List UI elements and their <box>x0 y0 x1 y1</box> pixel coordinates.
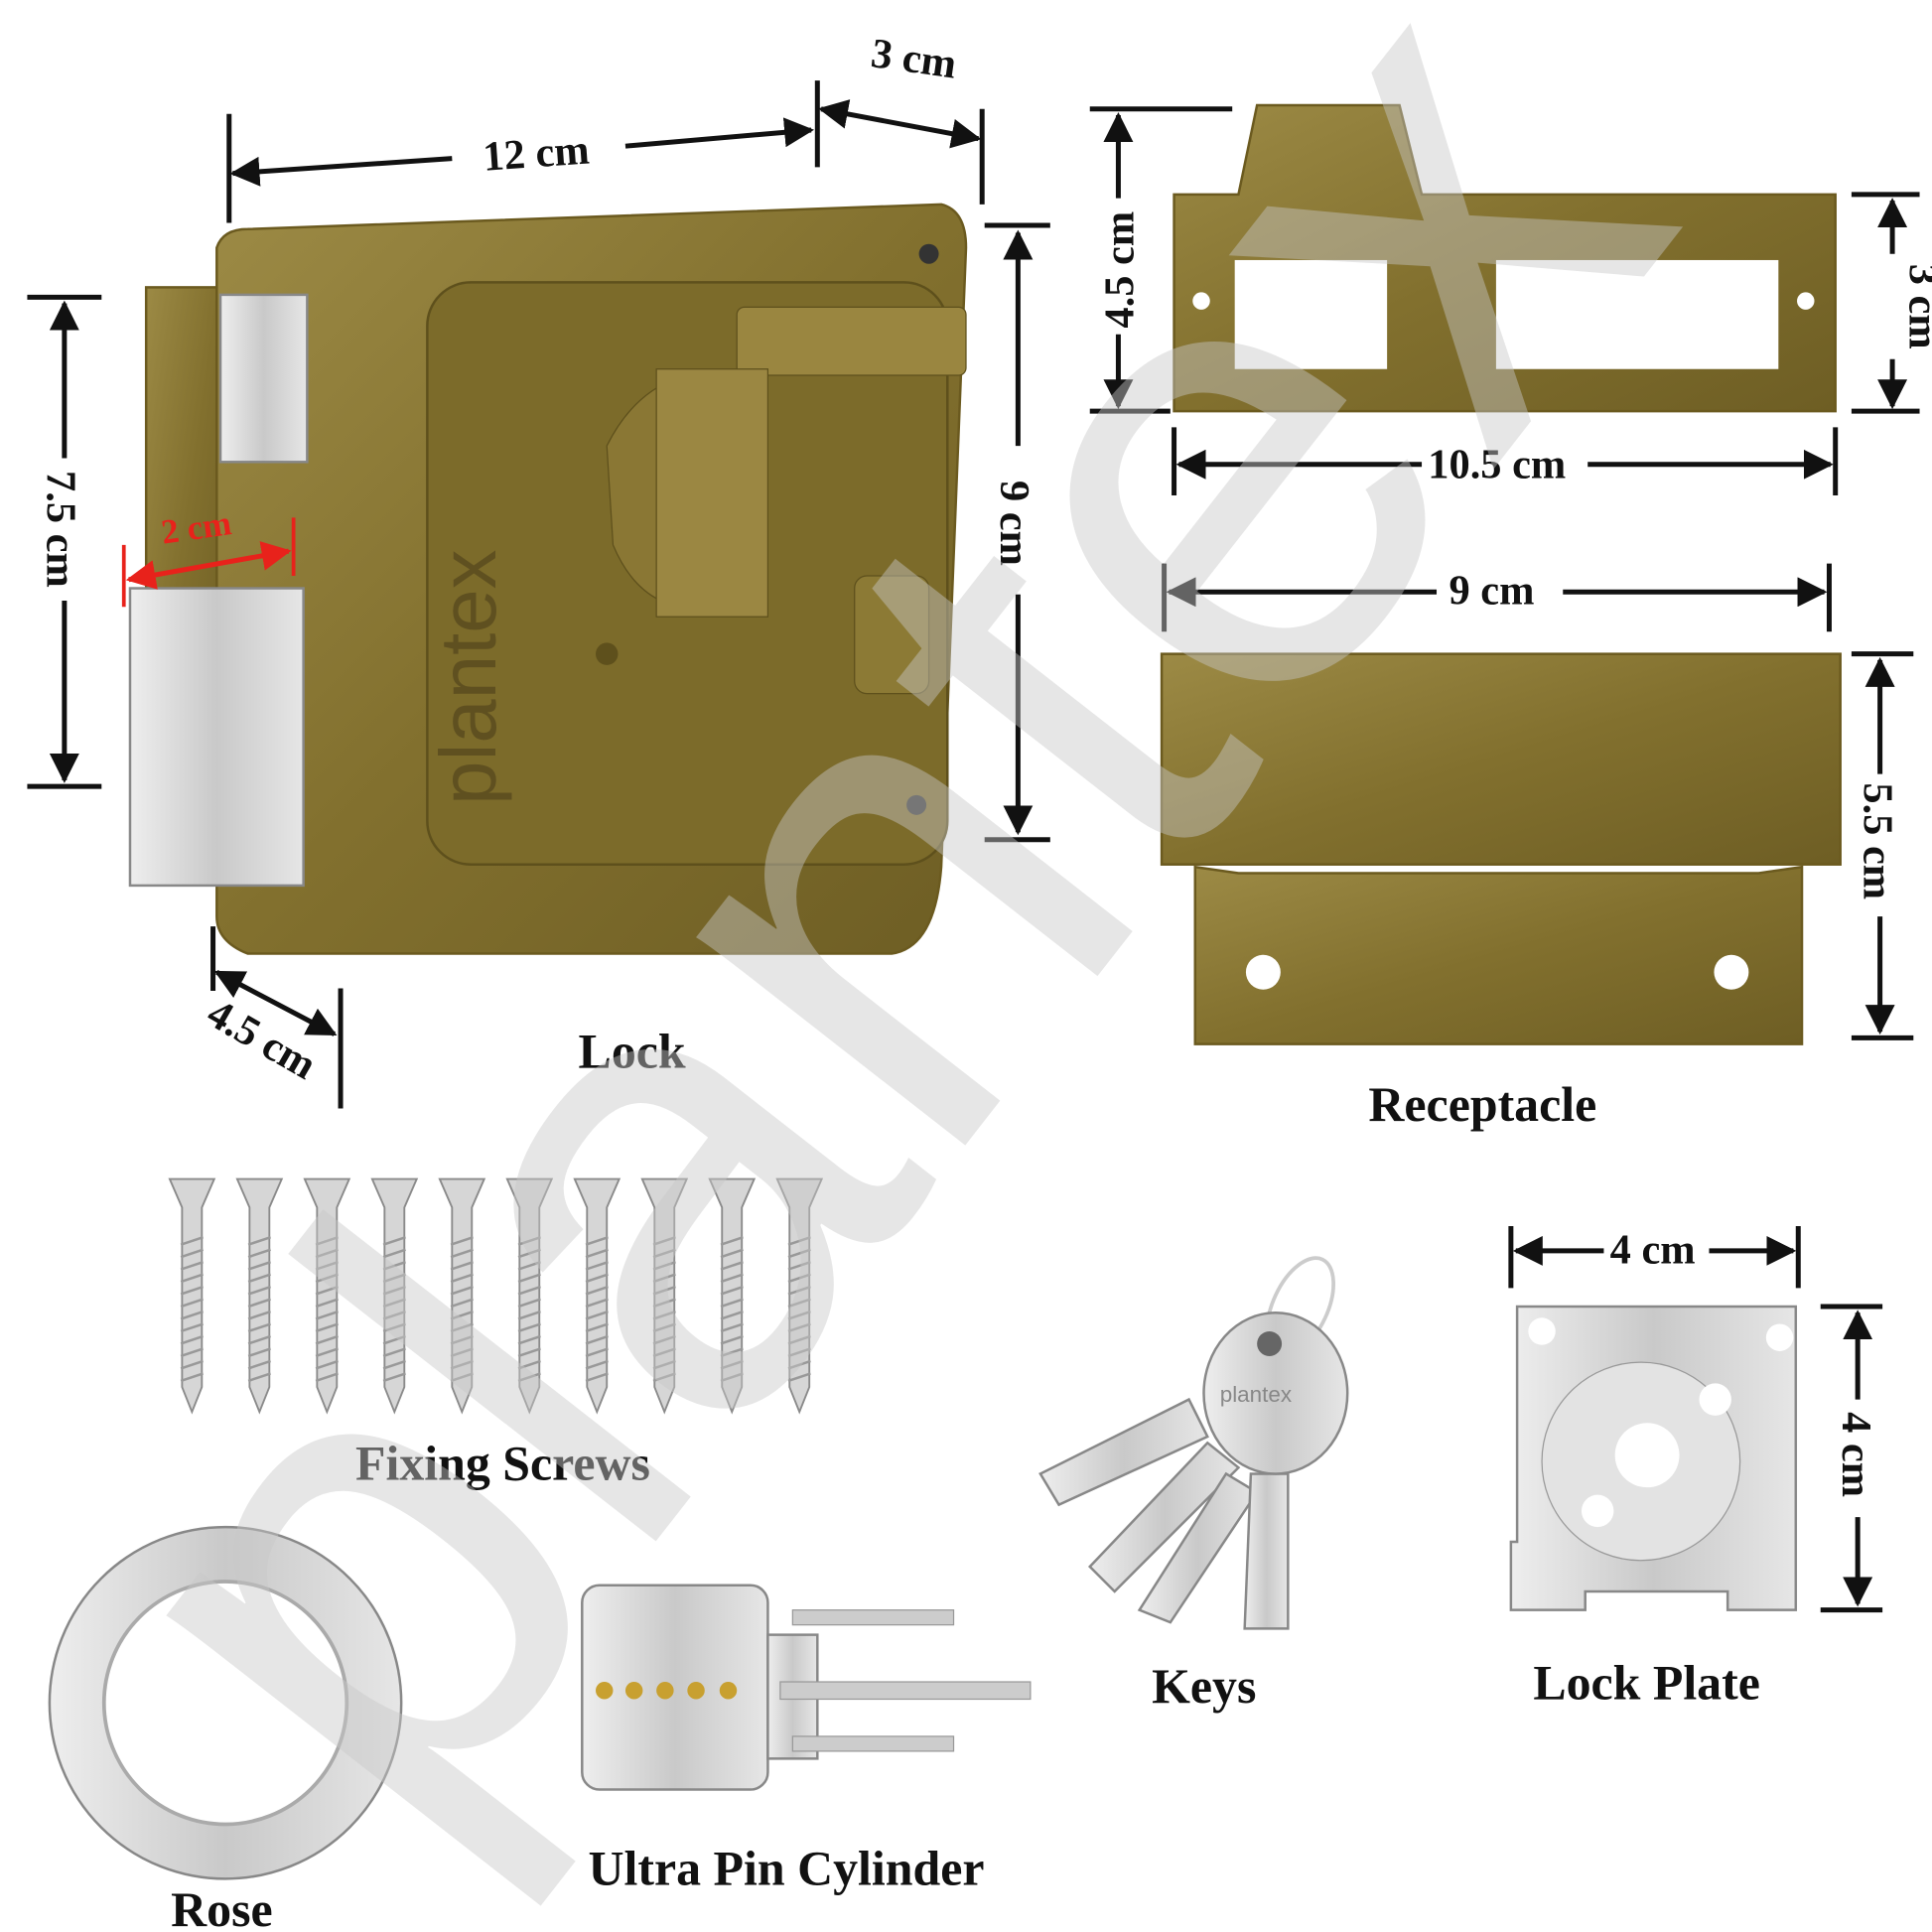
lock-depth-top-label: 3 cm <box>869 30 960 88</box>
latch-bolt <box>218 293 309 464</box>
lock-plate: 4 cm 4 cm Lock Plate <box>1508 1225 1883 1710</box>
lock-height-right-label: 9 cm <box>991 481 1037 566</box>
screw <box>573 1177 621 1415</box>
screw <box>168 1177 216 1415</box>
keys-label: Keys <box>1152 1659 1256 1714</box>
screw <box>505 1177 554 1415</box>
keys: plantex Keys <box>1038 1256 1349 1714</box>
cylinder-label: Ultra Pin Cylinder <box>589 1842 985 1896</box>
receptacle-height-label: 5.5 cm <box>1854 782 1900 899</box>
lock-plate-label: Lock Plate <box>1533 1655 1760 1710</box>
key-head <box>1202 1311 1349 1475</box>
lock-height-left-label: 7.5 cm <box>37 471 83 588</box>
bolt-throw-label: 2 cm <box>159 503 233 551</box>
screw-hole <box>906 794 927 815</box>
receptacle-label: Receptacle <box>1368 1077 1596 1132</box>
screw <box>303 1177 351 1415</box>
lock: plantex <box>128 203 968 955</box>
screw <box>370 1177 419 1415</box>
strike-height-right-label: 3 cm <box>1900 264 1932 349</box>
screw <box>708 1177 757 1415</box>
strike-width-label: 10.5 cm <box>1428 442 1566 488</box>
lock-width-label: 12 cm <box>482 126 591 180</box>
key-logo: plantex <box>1220 1382 1292 1407</box>
small-knob <box>854 575 930 695</box>
keyhole-dot <box>596 642 619 665</box>
slide-knob <box>736 306 967 376</box>
screw <box>438 1177 486 1415</box>
screw-hole <box>918 243 939 264</box>
fixing-screws-label: Fixing Screws <box>355 1437 650 1491</box>
lock-embossed-logo: plantex <box>424 549 512 805</box>
rose-label: Rose <box>171 1882 273 1932</box>
receptacle: 9 cm 5.5 cm Receptacle <box>1160 563 1914 1132</box>
strike-plate: 4.5 cm 3 cm 10.5 cm <box>1089 103 1932 495</box>
screw <box>235 1177 284 1415</box>
ultra-pin-cylinder: Ultra Pin Cylinder <box>581 1584 1032 1896</box>
fixing-screws <box>168 1177 824 1415</box>
dead-bolt <box>128 587 305 888</box>
lock-plate-height-label: 4 cm <box>1833 1412 1879 1497</box>
screw <box>775 1177 824 1415</box>
screw <box>640 1177 689 1415</box>
rose: Rose <box>48 1525 403 1932</box>
receptacle-width-label: 9 cm <box>1449 568 1535 615</box>
strike-height-left-label: 4.5 cm <box>1096 211 1143 329</box>
lock-plate-width-label: 4 cm <box>1610 1226 1696 1273</box>
turn-lever <box>655 368 769 618</box>
lock-label: Lock <box>579 1024 686 1078</box>
